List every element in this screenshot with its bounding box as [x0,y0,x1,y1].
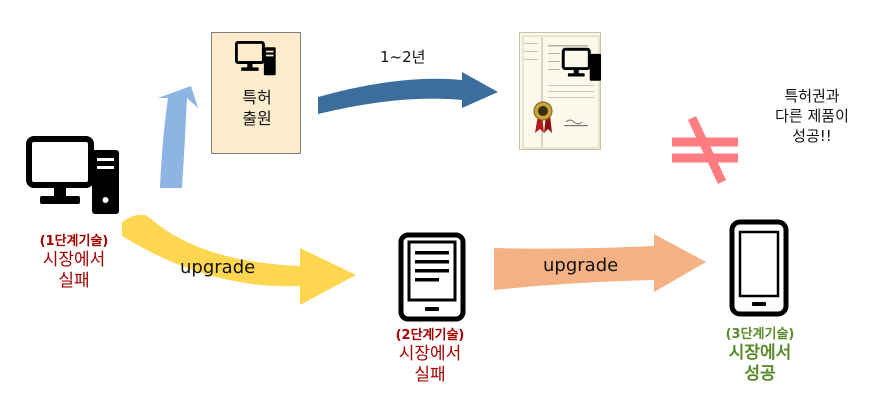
upgrade-label-1: upgrade [180,257,256,278]
stage2-tag: (2단계기술) [395,328,465,343]
patent-filing-box: 특허 출원 [211,32,301,154]
stage3-status-line1: 시장에서 [728,343,792,363]
desktop-computer-icon [26,136,119,214]
patent-filing-arrow [140,86,198,188]
stage1-tag: (1단계기술) [39,234,109,249]
patent-filing-line1: 특허 [242,88,272,107]
upgrade-arrow-2 [494,234,706,292]
stage1-status-line1: 시장에서 [42,250,106,270]
note-line1: 특허권과 [784,87,840,105]
stage1-status-line2: 실패 [58,271,90,291]
e-reader-tablet-icon [398,232,466,322]
duration-label: 1~2년 [380,48,426,66]
stage3-status-line2: 성공 [744,364,776,384]
patent-certificate-graphic [522,35,602,149]
years-arrow [318,72,498,114]
note-line3: 성공!! [792,127,832,145]
stage2-status-line1: 시장에서 [398,344,462,364]
not-equal-slash [687,116,727,184]
upgrade-arrow-1 [122,214,356,305]
not-equal-sign [672,116,738,184]
competitor-success-note: 특허권과 다른 제품이 성공!! [752,86,872,146]
stage2-status-line2: 실패 [414,365,446,385]
note-line2: 다른 제품이 [775,107,849,125]
upgrade-label-2: upgrade [543,255,619,276]
smartphone-icon [729,219,789,317]
desktop-computer-small-icon [235,41,276,76]
patent-certificate-icon [519,32,602,150]
stage3-tag: (3단계기술) [725,327,795,342]
patent-filing-line2: 출원 [242,109,272,128]
